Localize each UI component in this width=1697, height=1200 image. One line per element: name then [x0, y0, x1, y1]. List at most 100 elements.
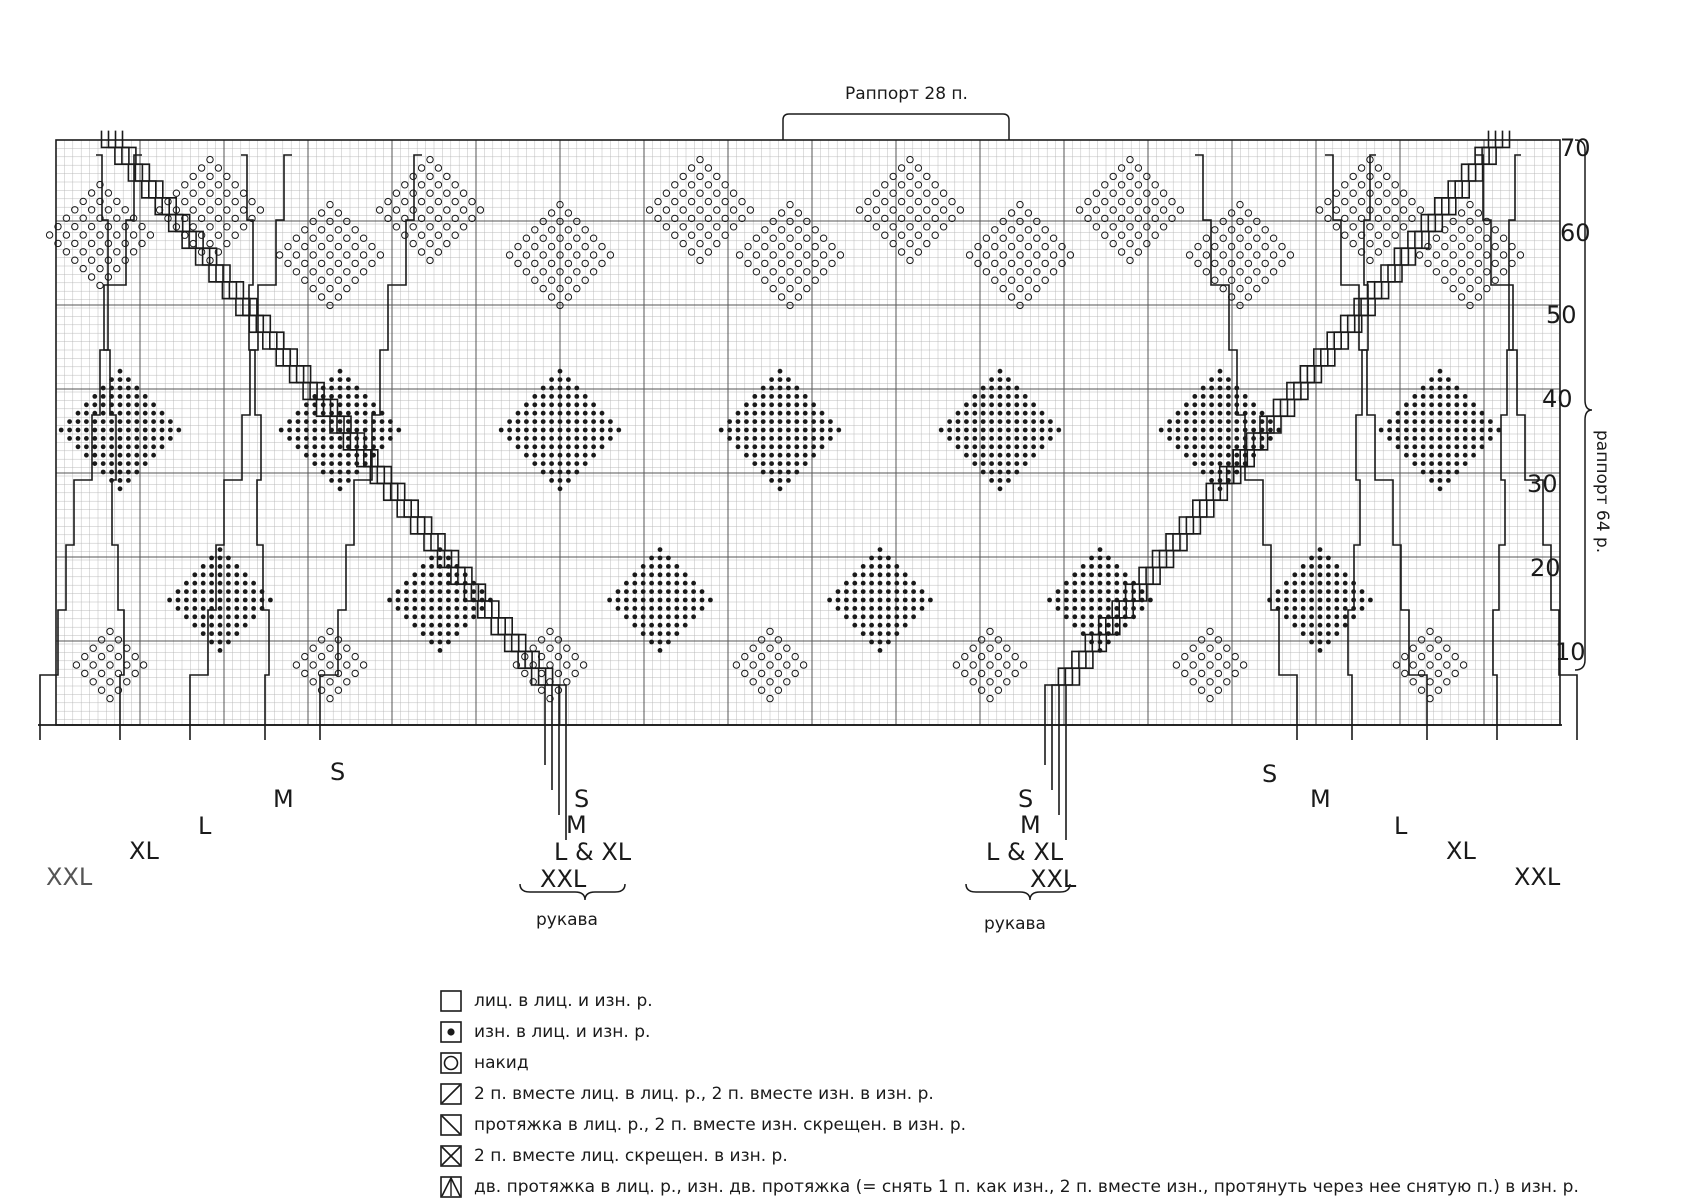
legend-text: 2 п. вместе лиц. в лиц. р., 2 п. вместе … [474, 1084, 934, 1104]
lace-diamond [45, 180, 155, 290]
row-number-30: 30 [1527, 470, 1558, 498]
lace-diamond [735, 200, 845, 310]
outline-left-xl [96, 154, 125, 740]
lace-diamond [965, 200, 1075, 310]
size-label-left-s: S [330, 758, 346, 786]
row-number-10: 10 [1555, 638, 1586, 666]
size-outlines [39, 130, 1578, 840]
outline-sleeve-right [1051, 130, 1497, 790]
sleeve-caption-left: рукава [536, 910, 598, 930]
outline-right-xl [1492, 154, 1521, 740]
blank-square-icon [440, 990, 462, 1012]
outline-left-m [241, 154, 270, 740]
size-label-left-xl: XL [129, 837, 159, 865]
sleeve-label-right-m: M [1020, 811, 1041, 839]
purl-diamond [58, 368, 182, 492]
size-label-right-l: L [1394, 812, 1408, 840]
lace-diamond [1172, 627, 1248, 703]
repeat-stitches-label: Раппорт 28 п. [845, 84, 968, 104]
purl-diamond [607, 547, 713, 653]
outline-sleeve-right [1065, 130, 1511, 840]
purl-diamond [938, 368, 1062, 492]
legend-item: 2 п. вместе лиц. в лиц. р., 2 п. вместе … [440, 1081, 934, 1107]
purl-diamond [387, 547, 493, 653]
lace-diamond [375, 155, 485, 265]
legend-item: протяжка в лиц. р., 2 п. вместе изн. скр… [440, 1112, 966, 1138]
repeat-rows-brace [1574, 139, 1593, 671]
row-number-40: 40 [1542, 385, 1573, 413]
legend-item: изн. в лиц. и изн. р. [440, 1019, 650, 1045]
row-number-20: 20 [1530, 554, 1561, 582]
outline-sleeve-left [107, 130, 553, 790]
lace-diamond [72, 627, 148, 703]
outline-right-xxl [1475, 154, 1578, 740]
lace-diamond [645, 155, 755, 265]
outline-left-s [319, 154, 422, 740]
outline-right-s [1195, 154, 1298, 740]
lace-diamond [732, 627, 808, 703]
dot-square-icon [440, 1021, 462, 1043]
purl-diamond [167, 547, 273, 653]
sleeve-caption-right: рукава [984, 914, 1046, 934]
legend-item: дв. протяжка в лиц. р., изн. дв. протяжк… [440, 1174, 1579, 1200]
legend-text: лиц. в лиц. и изн. р. [474, 991, 653, 1011]
sleeve-label-left-lxl: L & XL [554, 838, 632, 866]
purl-diamond [1267, 547, 1373, 653]
backslash-square-icon [440, 1114, 462, 1136]
size-label-right-m: M [1310, 785, 1331, 813]
chart-border [55, 139, 1561, 726]
outline-right-l [1325, 154, 1428, 740]
chart-decorations [38, 113, 1593, 901]
legend-text: 2 п. вместе лиц. скрещен. в изн. р. [474, 1146, 788, 1166]
size-label-right-xl: XL [1446, 837, 1476, 865]
size-label-left-xxl: XXL [46, 863, 93, 891]
legend-text: дв. протяжка в лиц. р., изн. дв. протяжк… [474, 1177, 1579, 1197]
outline-sleeve-left [121, 130, 567, 840]
repeat-stitches-brace [782, 113, 1010, 140]
outline-left-xxl [39, 154, 142, 740]
legend-item: 2 п. вместе лиц. скрещен. в изн. р. [440, 1143, 788, 1169]
sleeve-label-right-s: S [1018, 785, 1034, 813]
sleeve-label-right-xxl: XXL [1030, 865, 1077, 893]
legend-item: накид [440, 1050, 529, 1076]
sleeve-label-left-xxl: XXL [540, 865, 587, 893]
lace-diamond [1185, 200, 1295, 310]
sleeve-label-left-m: M [566, 811, 587, 839]
lace-diamond [855, 155, 965, 265]
cross-square-icon [440, 1145, 462, 1167]
legend-text: изн. в лиц. и изн. р. [474, 1022, 651, 1042]
lace-diamond [952, 627, 1028, 703]
size-label-left-m: M [273, 785, 294, 813]
lace-diamond [1392, 627, 1468, 703]
purl-diamond [1378, 368, 1502, 492]
row-number-60: 60 [1560, 219, 1591, 247]
outline-right-m [1347, 154, 1376, 740]
lace-diamond [505, 200, 615, 310]
legend-text: накид [474, 1053, 529, 1073]
purl-diamond [827, 547, 933, 653]
circle-square-icon [440, 1052, 462, 1074]
legend-item: лиц. в лиц. и изн. р. [440, 988, 653, 1014]
row-number-70: 70 [1560, 134, 1591, 162]
size-label-right-s: S [1262, 760, 1278, 788]
row-number-50: 50 [1546, 301, 1577, 329]
size-label-left-l: L [198, 812, 212, 840]
fine-grid [55, 139, 1560, 725]
lace-diamond [1315, 155, 1425, 265]
outline-left-l [189, 154, 292, 740]
slash-square-icon [440, 1083, 462, 1105]
size-label-right-xxl: XXL [1514, 863, 1561, 891]
lace-diamond [275, 200, 385, 310]
lace-diamond [1075, 155, 1185, 265]
lace-diamond [292, 627, 368, 703]
sleeve-brace-left [519, 883, 626, 901]
chart-grid [55, 139, 1560, 726]
triangle-square-icon [440, 1176, 462, 1198]
chart-motifs [45, 155, 1525, 703]
lace-diamond [512, 627, 588, 703]
sleeve-label-left-s: S [574, 785, 590, 813]
sleeve-label-right-lxl: L & XL [986, 838, 1064, 866]
lace-diamond [1415, 200, 1525, 310]
purl-diamond [718, 368, 842, 492]
